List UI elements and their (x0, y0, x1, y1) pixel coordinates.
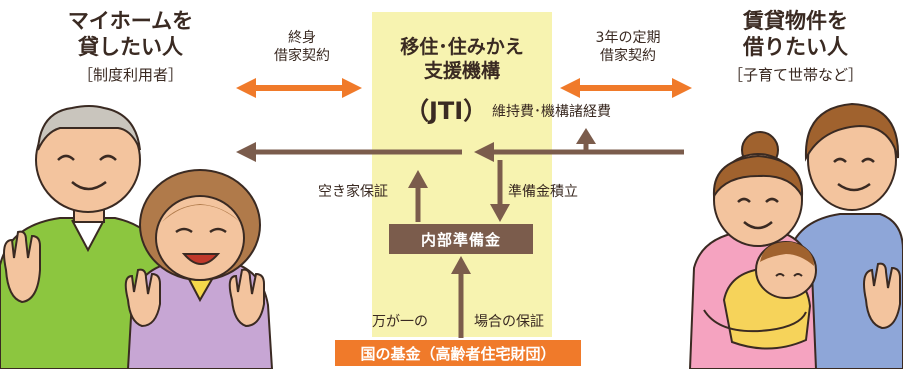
jti-costs-label: 維持費･機構諸経費 (492, 104, 611, 120)
owners-subtitle: ［制度利用者］ (77, 66, 183, 84)
owner-man-hand (3, 230, 41, 304)
tenants-title: 賃貸物件を 借りたい人 (708, 8, 883, 61)
tenants-subtitle: ［子育て世帯など］ (727, 66, 863, 84)
tenants-title-line2: 借りたい人 (743, 35, 848, 60)
tenant-contract-arrow (560, 78, 692, 98)
owners-title-line1: マイホームを (67, 9, 194, 33)
owners-title-line2: 貸したい人 (78, 35, 183, 60)
reserve-accumulation-label: 準備金積立 (508, 184, 578, 200)
jti-name: 移住･住みかえ 支援機構 (372, 36, 552, 84)
rent-flow-arrows (236, 128, 684, 338)
vacancy-guarantee-label: 空き家保証 (318, 184, 388, 200)
owner-contract-line2: 借家契約 (274, 47, 330, 64)
owner-contract-arrow (236, 78, 362, 98)
owner-contract-label: 終身 借家契約 (252, 30, 352, 65)
tenant-woman-arm (703, 309, 807, 333)
jti-name-line2: 支援機構 (423, 59, 500, 82)
owner-woman-hand-right (228, 268, 265, 328)
tenant-contract-label: 3年の定期 借家契約 (568, 30, 688, 65)
tenants-title-line1: 賃貸物件を (743, 9, 848, 33)
jti-name-line1: 移住･住みかえ (400, 36, 524, 58)
tenant-man-hand (863, 262, 901, 330)
tenant-contract-line1: 3年の定期 (595, 30, 661, 46)
owner-couple-illustration (0, 105, 274, 369)
tenant-contract-line2: 借家契約 (600, 47, 656, 64)
internal-reserve-box: 内部準備金 (389, 224, 533, 254)
national-fund-box: 国の基金（高齢者住宅財団） (335, 340, 581, 366)
jti-acronym: （JTI） (405, 97, 488, 125)
owner-contract-line1: 終身 (288, 30, 316, 46)
owner-woman-head (155, 195, 245, 281)
contingency-label-left: 万が一の (372, 314, 428, 330)
contingency-label-right: 場合の保証 (474, 314, 544, 330)
owners-title: マイホームを 貸したい人 (48, 8, 213, 61)
owner-woman-hand-left (124, 268, 161, 328)
tenant-family-illustration (688, 102, 903, 369)
